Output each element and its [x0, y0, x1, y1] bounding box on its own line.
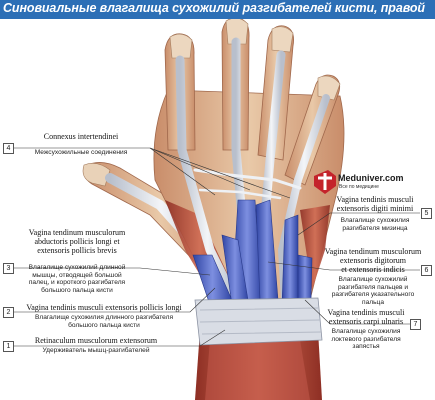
- label-6-number: 6: [421, 265, 432, 276]
- label-4-russian: Межсухожильные соединения: [34, 149, 128, 156]
- label-3: Vagina tendinum musculorum abductoris po…: [12, 228, 142, 294]
- label-7-latin-2: extensoris carpi ulnaris: [328, 317, 404, 326]
- label-4-latin: Connexus intertendinei: [43, 132, 119, 141]
- label-7-latin-1: Vagina tendinis musculi: [327, 308, 405, 317]
- label-1-russian: Удерживатель мышц-разгибателей: [42, 347, 150, 354]
- label-6-russian-2: разгибателя пальцев и: [337, 283, 409, 291]
- label-3-number: 3: [3, 263, 14, 274]
- label-3-russian-3: палец, и короткого разгибателя: [28, 279, 126, 287]
- label-5-number: 5: [421, 208, 432, 219]
- label-6-latin-3: et extensoris indicis: [341, 265, 405, 274]
- label-7: Vagina tendinis musculi extensoris carpi…: [316, 308, 416, 351]
- watermark-name: Meduniver.com: [338, 173, 404, 183]
- label-7-russian-1: Влагалище сухожилия: [331, 328, 401, 335]
- leader-lines: [14, 147, 420, 347]
- label-2-number: 2: [3, 307, 14, 318]
- label-1-latin: Retinaculum musculorum extensorum: [34, 336, 158, 345]
- title-bar: Синовиальные влагалища сухожилий разгиба…: [0, 0, 435, 19]
- label-5: Vagina tendinis musculi extensoris digit…: [325, 195, 425, 232]
- label-7-number: 7: [410, 319, 421, 330]
- label-6-latin-2: extensoris digitorum: [340, 256, 406, 265]
- label-5-russian-1: Влагалище сухожилия: [340, 217, 410, 224]
- label-5-latin-2: extensoris digiti minimi: [336, 204, 414, 213]
- label-7-russian-3: запястья: [352, 343, 380, 351]
- label-6-russian-4: пальца: [362, 298, 384, 306]
- label-7-russian-2: локтевого разгибателя: [331, 335, 401, 343]
- label-2-russian-2: большого пальца кисти: [68, 321, 140, 329]
- label-5-russian-2: разгибателя мизинца: [342, 224, 408, 232]
- label-3-russian-2: мышцы, отводящей большой: [32, 271, 122, 279]
- label-6: Vagina tendinum musculorum extensoris di…: [318, 247, 428, 306]
- label-2-latin: Vagina tendinis musculi extensoris polli…: [26, 303, 182, 312]
- label-4-number: 4: [3, 143, 14, 154]
- label-6-russian-1: Влагалище сухожилий: [338, 276, 408, 283]
- label-3-latin-1: Vagina tendinum musculorum: [28, 228, 126, 237]
- label-3-russian-4: большого пальца кисти: [41, 286, 113, 294]
- label-1-number: 1: [3, 341, 14, 352]
- label-2: Vagina tendinis musculi extensoris polli…: [14, 303, 194, 329]
- label-6-russian-3: разгибателя указательного: [331, 291, 415, 299]
- hand-illustration: [14, 19, 420, 400]
- label-4: Connexus intertendinei Межсухожильные со…: [16, 132, 146, 157]
- synovial-sheaths: [192, 199, 313, 341]
- watermark-tagline: Все по медицине: [339, 184, 379, 190]
- retinaculum: [194, 297, 323, 346]
- label-1: Retinaculum musculorum extensorum Удержи…: [16, 336, 176, 355]
- page-title: Синовиальные влагалища сухожилий разгиба…: [3, 1, 425, 15]
- label-3-latin-2: abductoris pollicis longi et: [34, 237, 120, 246]
- label-6-latin-1: Vagina tendinum musculorum: [324, 247, 422, 256]
- meduniver-logo-icon: [314, 170, 336, 194]
- label-5-latin-1: Vagina tendinis musculi: [336, 195, 414, 204]
- label-3-latin-3: extensoris pollicis brevis: [37, 246, 117, 255]
- label-3-russian-1: Влагалище сухожилий длинной: [28, 264, 126, 271]
- label-2-russian-1: Влагалище сухожилия длинного разгибателя: [34, 314, 174, 321]
